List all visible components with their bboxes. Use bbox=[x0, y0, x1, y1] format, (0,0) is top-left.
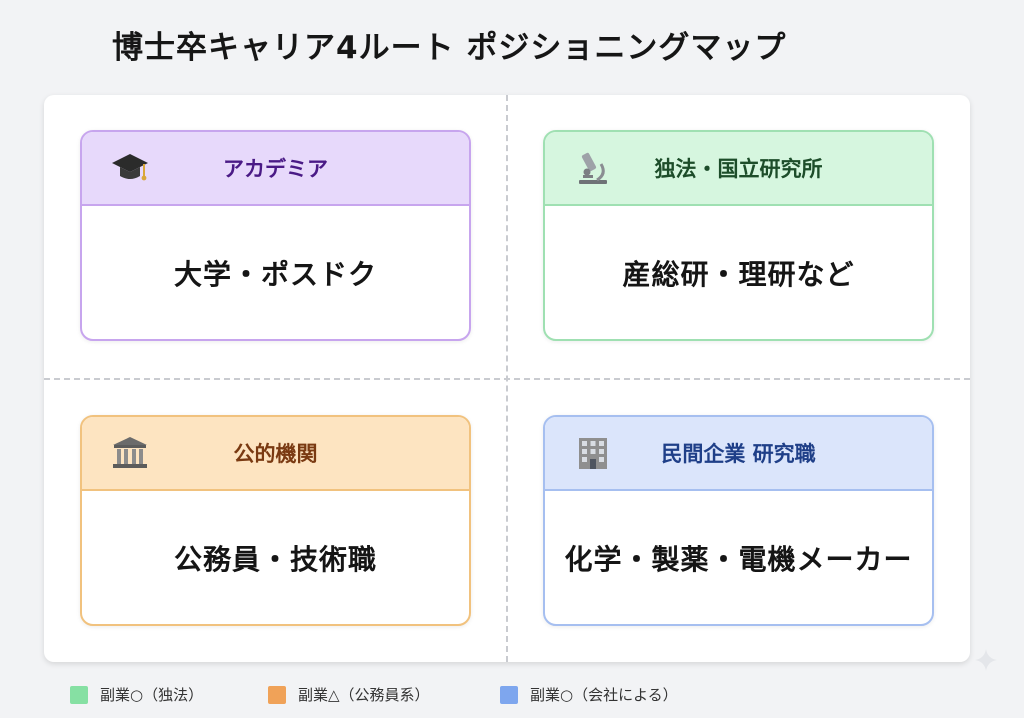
card-public-institutions-header: 公的機関 bbox=[82, 417, 469, 491]
legend-swatch-orange bbox=[268, 685, 286, 704]
positioning-map: アカデミア 大学・ポスドク 独法・国立研究所 産総研・理研など bbox=[44, 95, 970, 662]
card-academia-label: アカデミア bbox=[223, 157, 328, 181]
legend-item-company: 副業○（会社による） bbox=[500, 684, 678, 705]
legend: 副業○（独法） 副業△（公務員系） 副業○（会社による） bbox=[0, 684, 1024, 710]
legend-swatch-green bbox=[70, 685, 88, 704]
card-public-institutions: 公的機関 公務員・技術職 bbox=[80, 415, 471, 626]
legend-item-independent: 副業○（独法） bbox=[70, 684, 203, 705]
graduation-cap-icon bbox=[110, 150, 150, 186]
card-academia-body: 大学・ポスドク bbox=[173, 257, 377, 291]
legend-item-civil-service: 副業△（公務員系） bbox=[268, 684, 430, 705]
card-national-labs-header: 独法・国立研究所 bbox=[545, 132, 932, 206]
microscope-icon bbox=[573, 150, 613, 186]
horizontal-divider bbox=[44, 378, 970, 380]
legend-swatch-blue bbox=[500, 685, 518, 704]
legend-label: 副業○（会社による） bbox=[530, 686, 678, 704]
card-national-labs-body: 産総研・理研など bbox=[622, 257, 855, 291]
sparkle-icon bbox=[974, 648, 998, 676]
card-public-institutions-body: 公務員・技術職 bbox=[173, 542, 377, 576]
card-private-companies-label: 民間企業 研究職 bbox=[661, 442, 816, 466]
card-public-institutions-label: 公的機関 bbox=[233, 442, 318, 466]
page-title: 博士卒キャリア4ルート ポジショニングマップ bbox=[112, 30, 787, 66]
card-academia: アカデミア 大学・ポスドク bbox=[80, 130, 471, 341]
card-private-companies-body: 化学・製薬・電機メーカー bbox=[564, 542, 913, 576]
office-building-icon bbox=[573, 435, 613, 471]
card-private-companies: 民間企業 研究職 化学・製薬・電機メーカー bbox=[543, 415, 934, 626]
card-national-labs-label: 独法・国立研究所 bbox=[654, 157, 823, 181]
legend-label: 副業○（独法） bbox=[100, 686, 204, 704]
classical-building-icon bbox=[110, 435, 150, 471]
card-private-companies-header: 民間企業 研究職 bbox=[545, 417, 932, 491]
card-national-labs: 独法・国立研究所 産総研・理研など bbox=[543, 130, 934, 341]
card-academia-header: アカデミア bbox=[82, 132, 469, 206]
legend-label: 副業△（公務員系） bbox=[298, 686, 430, 704]
